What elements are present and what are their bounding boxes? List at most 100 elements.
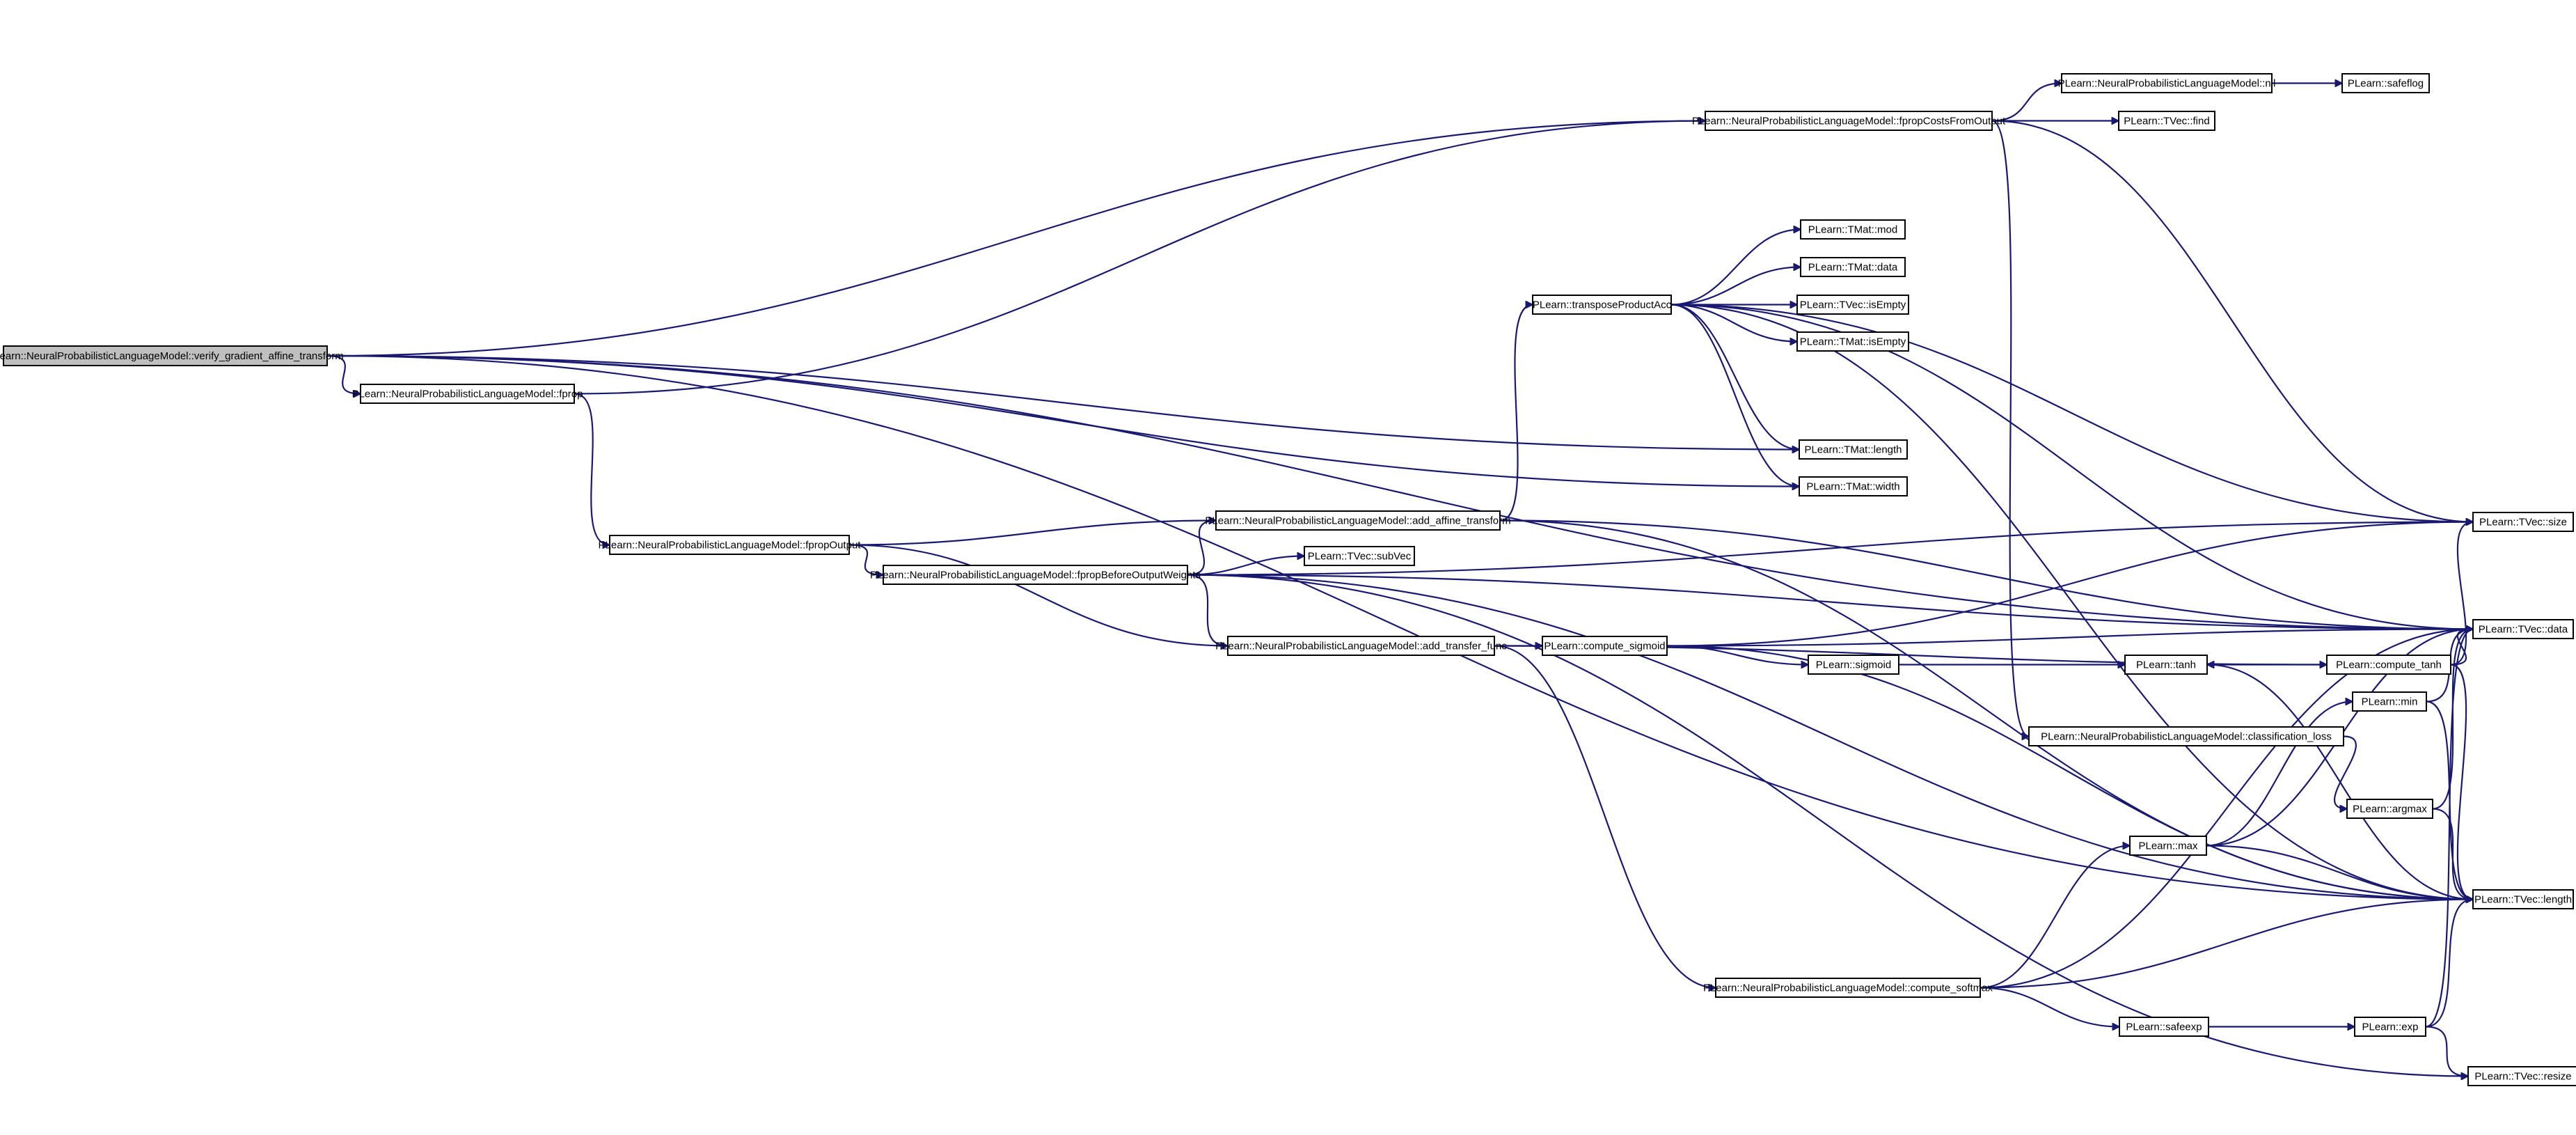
edge-root-to-tvec-data (326, 354, 2473, 629)
node-max[interactable]: PLearn::max (2129, 836, 2207, 856)
node-label: PLearn::compute_tanh (2336, 659, 2442, 671)
edge-add-affine-to-tpa (1499, 305, 1533, 522)
node-tmat-length[interactable]: PLearn::TMat::length (1799, 439, 1908, 460)
node-label: PLearn::TVec::length (2474, 894, 2572, 906)
node-box (2061, 73, 2273, 93)
node-label: PLearn::TVec::resize (2474, 1071, 2571, 1083)
node-label: PLearn::compute_sigmoid (1544, 641, 1665, 652)
node-label: PLearn::tanh (2136, 659, 2196, 671)
node-box (1705, 111, 1993, 131)
node-fprop[interactable]: PLearn::NeuralProbabilisticLanguageModel… (352, 384, 583, 404)
node-label: PLearn::TMat::data (1808, 262, 1898, 274)
edge-tpa-to-tvec-data (1670, 304, 2473, 629)
node-box (2472, 889, 2574, 909)
edge-fprop-output-to-add-affine (848, 521, 1216, 546)
edge-exp-to-tvec-resize (2425, 1026, 2468, 1077)
node-box (2346, 799, 2433, 819)
node-label: PLearn::TVec::data (2479, 624, 2568, 636)
node-label: PLearn::sigmoid (1816, 659, 1891, 671)
node-sub-vec[interactable]: PLearn::TVec::subVec (1304, 546, 1415, 566)
edge-softmax-to-tvec-data (1980, 629, 2473, 989)
edge-max-to-tvec-length (2206, 845, 2473, 900)
node-tpa[interactable]: PLearn::transposeProductAcc (1532, 295, 1672, 315)
node-label: PLearn::TMat::mod (1808, 224, 1897, 236)
node-label: PLearn::TMat::isEmpty (1800, 336, 1906, 348)
node-box (1215, 510, 1501, 531)
edge-fprop-bow-to-add-affine (1187, 521, 1216, 576)
edge-fpcfo-to-nll (1991, 84, 2062, 122)
node-label: PLearn::NeuralProbabilisticLanguageModel… (1692, 116, 2006, 127)
node-box (2118, 111, 2215, 131)
node-label: PLearn::NeuralProbabilisticLanguageModel… (599, 540, 862, 551)
node-root[interactable]: PLearn::NeuralProbabilisticLanguageModel… (0, 345, 344, 366)
node-tvec-data[interactable]: PLearn::TVec::data (2472, 619, 2574, 639)
node-label: PLearn::TVec::size (2479, 517, 2567, 529)
edge-root-to-fpcfo (326, 121, 1705, 357)
node-tmat-mod[interactable]: PLearn::TMat::mod (1800, 219, 1906, 240)
node-compute-sigmoid[interactable]: PLearn::compute_sigmoid (1542, 636, 1668, 656)
node-fpcfo[interactable]: PLearn::NeuralProbabilisticLanguageModel… (1692, 111, 2006, 131)
edge-tpa-to-tmat-data (1670, 267, 1801, 306)
node-tmat-width[interactable]: PLearn::TMat::width (1799, 476, 1908, 496)
node-sigmoid[interactable]: PLearn::sigmoid (1808, 655, 1899, 675)
node-tvec-size[interactable]: PLearn::TVec::size (2472, 512, 2574, 532)
node-label: PLearn::argmax (2353, 804, 2427, 815)
node-add-transfer[interactable]: PLearn::NeuralProbabilisticLanguageModel… (1215, 636, 1507, 656)
node-box (2326, 655, 2451, 675)
node-softmax[interactable]: PLearn::NeuralProbabilisticLanguageModel… (1703, 978, 1993, 998)
edges-layer (326, 84, 2473, 1077)
node-label: PLearn::max (2138, 840, 2198, 852)
node-box (2124, 655, 2208, 675)
node-tmat-data[interactable]: PLearn::TMat::data (1800, 257, 1906, 277)
node-box (2472, 512, 2574, 532)
edge-compute-sigmoid-to-tvec-size (1666, 522, 2473, 647)
node-argmax[interactable]: PLearn::argmax (2346, 799, 2433, 819)
edge-softmax-to-max (1980, 846, 2130, 989)
node-safeflog[interactable]: PLearn::safeflog (2341, 73, 2430, 93)
node-add-affine[interactable]: PLearn::NeuralProbabilisticLanguageModel… (1205, 510, 1511, 531)
edge-root-to-tmat-width (326, 354, 1799, 487)
node-label: PLearn::min (2362, 696, 2418, 708)
node-box (360, 384, 575, 404)
node-box (1799, 476, 1908, 496)
node-compute-tanh[interactable]: PLearn::compute_tanh (2326, 655, 2451, 675)
edge-fprop-output-to-add-transfer (848, 544, 1228, 646)
node-box (2467, 1066, 2576, 1086)
node-find[interactable]: PLearn::TVec::find (2118, 111, 2215, 131)
node-label: PLearn::transposeProductAcc (1533, 299, 1672, 311)
node-tvec-is-empty[interactable]: PLearn::TVec::isEmpty (1796, 295, 1909, 315)
edge-fprop-bow-to-tvec-size (1187, 522, 2473, 576)
node-tanh[interactable]: PLearn::tanh (2124, 655, 2208, 675)
node-box (1808, 655, 1899, 675)
edge-exp-to-tvec-length (2425, 900, 2473, 1028)
node-fprop-bow[interactable]: PLearn::NeuralProbabilisticLanguageModel… (870, 565, 1201, 585)
node-tvec-resize[interactable]: PLearn::TVec::resize (2467, 1066, 2576, 1086)
node-label: PLearn::NeuralProbabilisticLanguageModel… (1215, 641, 1507, 652)
node-class-loss[interactable]: PLearn::NeuralProbabilisticLanguageModel… (2028, 726, 2344, 746)
node-box (1800, 257, 1906, 277)
edge-class-loss-to-argmax (2334, 735, 2357, 809)
edge-fpcfo-to-tvec-size (1991, 120, 2473, 522)
node-nll[interactable]: PLearn::NeuralProbabilisticLanguageModel… (2058, 73, 2276, 93)
edge-fprop-bow-to-tvec-data (1187, 574, 2473, 629)
node-box (883, 565, 1188, 585)
node-tvec-length[interactable]: PLearn::TVec::length (2472, 889, 2574, 909)
node-exp[interactable]: PLearn::exp (2354, 1017, 2426, 1037)
edge-tpa-to-tmat-is-empty (1670, 304, 1797, 342)
edge-root-to-fprop (326, 354, 361, 394)
node-min[interactable]: PLearn::min (2352, 691, 2427, 712)
node-label: PLearn::exp (2362, 1022, 2419, 1033)
node-box (1715, 978, 1981, 998)
node-label: PLearn::NeuralProbabilisticLanguageModel… (352, 389, 583, 400)
node-box (1532, 295, 1672, 315)
edge-tpa-to-tmat-mod (1670, 230, 1801, 306)
edge-compute-sigmoid-to-tvec-length (1666, 645, 2473, 900)
node-safeexp[interactable]: PLearn::safeexp (2119, 1017, 2209, 1037)
node-fprop-output[interactable]: PLearn::NeuralProbabilisticLanguageModel… (599, 535, 862, 555)
edge-add-affine-to-tvec-data (1499, 519, 2473, 629)
node-tmat-is-empty[interactable]: PLearn::TMat::isEmpty (1796, 331, 1909, 352)
node-box (2472, 619, 2574, 639)
node-box (2341, 73, 2430, 93)
node-box (1799, 439, 1908, 460)
